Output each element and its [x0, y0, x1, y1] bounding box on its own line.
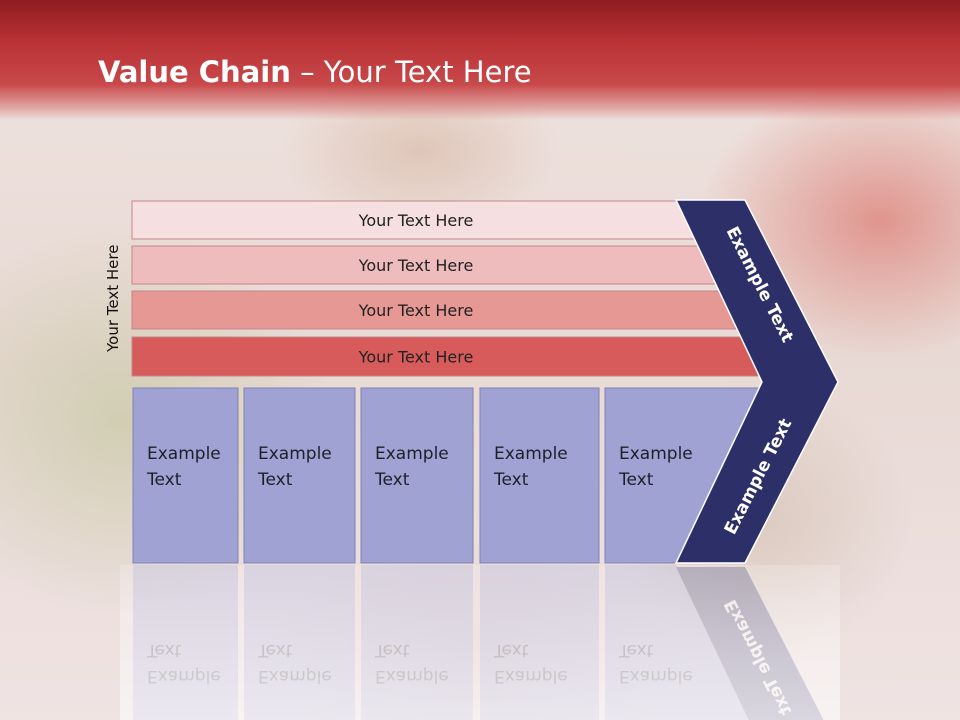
column-4[interactable]: [479, 387, 600, 564]
title-banner: [0, 0, 960, 120]
bar-label: Your Text Here: [358, 348, 474, 367]
bar-label: Your Text Here: [358, 211, 474, 230]
column-label-line1: Example: [494, 444, 568, 464]
column-label-line1: Example: [147, 444, 221, 464]
column-1[interactable]: [132, 387, 239, 564]
title-bold: Value Chain: [98, 55, 291, 89]
title-rest: – Your Text Here: [290, 55, 532, 89]
column-label-line2: Text: [618, 470, 654, 490]
column-label-line1: Example: [258, 444, 332, 464]
column-label-line2: Text: [146, 470, 182, 490]
column-label-line1: Example: [375, 444, 449, 464]
column-label-line2: Text: [493, 470, 529, 490]
bar-label: Your Text Here: [358, 301, 474, 320]
reflection-fade: [120, 565, 840, 720]
chevron-arrow[interactable]: [674, 199, 839, 564]
column-3[interactable]: [360, 387, 474, 564]
column-label-line2: Text: [374, 470, 410, 490]
slide-title[interactable]: Value Chain – Your Text Here: [98, 55, 532, 89]
column-label-line1: Example: [619, 444, 693, 464]
bar-label: Your Text Here: [358, 256, 474, 275]
column-2[interactable]: [243, 387, 356, 564]
column-label-line2: Text: [257, 470, 293, 490]
